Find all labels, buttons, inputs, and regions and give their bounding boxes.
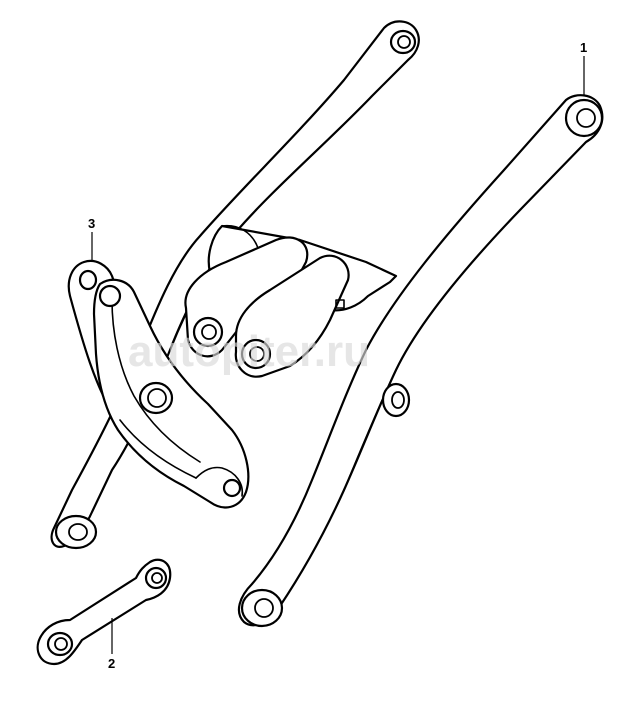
- front-arm-top-pin-hole: [576, 108, 596, 128]
- watermark-text: autopiter.ru: [128, 327, 370, 376]
- bell-crank-lever: [67, 259, 250, 509]
- link-bottom-pin-bore: [54, 637, 68, 651]
- callout-1-label: 1: [580, 40, 587, 55]
- lift-arm-frame: [50, 20, 604, 628]
- callout-2: 2: [108, 618, 115, 671]
- lever-top-front-pin-hole: [98, 284, 122, 308]
- callout-2-label: 2: [108, 656, 115, 671]
- front-arm-mid-pin-hole: [391, 391, 405, 409]
- rear-arm-top-pin-bore: [397, 35, 411, 49]
- left-lug-pin-bore: [201, 324, 217, 340]
- lever-top-rear-pin-hole: [78, 269, 98, 291]
- callout-1: 1: [580, 40, 587, 96]
- lever-center-pivot-bore: [147, 388, 167, 408]
- rear-arm-bottom-pin-hole: [68, 523, 88, 541]
- link-top-pin-bore: [151, 572, 163, 584]
- right-lug-pin-bore: [249, 346, 265, 362]
- front-arm-bottom-pin-hole: [254, 598, 274, 618]
- lug-grease-fitting: [335, 299, 345, 309]
- connecting-link: [36, 558, 172, 666]
- callout-3-label: 3: [88, 216, 95, 231]
- callout-3: 3: [88, 216, 95, 262]
- lever-bottom-pin-hole: [222, 478, 242, 498]
